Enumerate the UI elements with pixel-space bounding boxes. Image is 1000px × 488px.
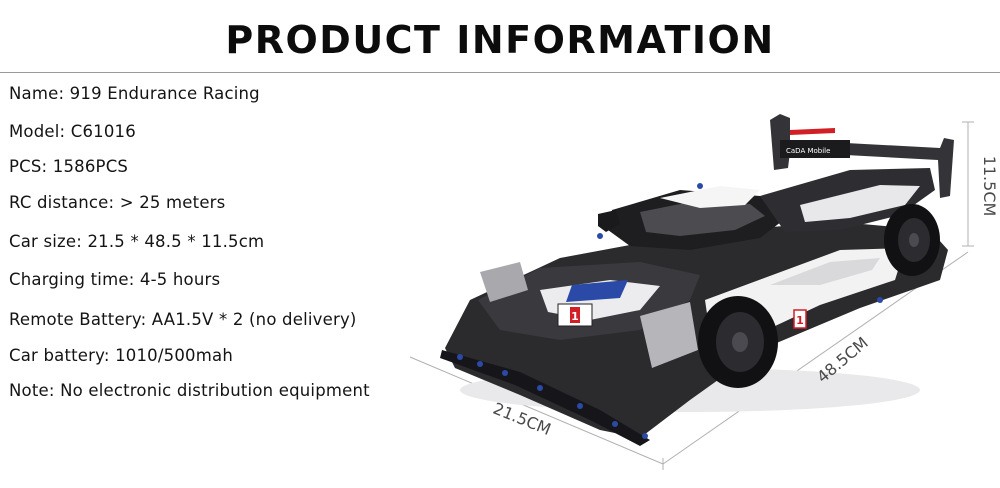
side-number-decal: 1 [796, 314, 804, 327]
spec-car-battery: Car battery: 1010/500mah [9, 346, 233, 365]
front-number-decal: 1 [571, 310, 579, 323]
spec-name: Name: 919 Endurance Racing [9, 84, 260, 103]
spec-pcs: PCS: 1586PCS [9, 157, 129, 176]
page-title: PRODUCT INFORMATION [225, 18, 775, 62]
spec-note: Note: No electronic distribution equipme… [9, 381, 370, 400]
height-dimension-label: 11.5CM [980, 156, 999, 217]
rear-wheel [884, 204, 940, 276]
rear-wing-sponsor-decal: CaDA Mobile [786, 147, 830, 155]
spec-model: Model: C61016 [9, 122, 136, 141]
spec-remote-battery: Remote Battery: AA1.5V * 2 (no delivery) [9, 310, 357, 329]
product-figure: 1 CaDA Mobile 1 [409, 114, 999, 470]
spec-car-size: Car size: 21.5 * 48.5 * 11.5cm [9, 232, 265, 251]
race-car-model: 1 CaDA Mobile 1 [440, 114, 954, 446]
spec-charging-time: Charging time: 4-5 hours [9, 270, 221, 289]
front-wheel [698, 296, 778, 388]
spec-rc-distance: RC distance: > 25 meters [9, 193, 226, 212]
title-divider [0, 72, 1000, 73]
